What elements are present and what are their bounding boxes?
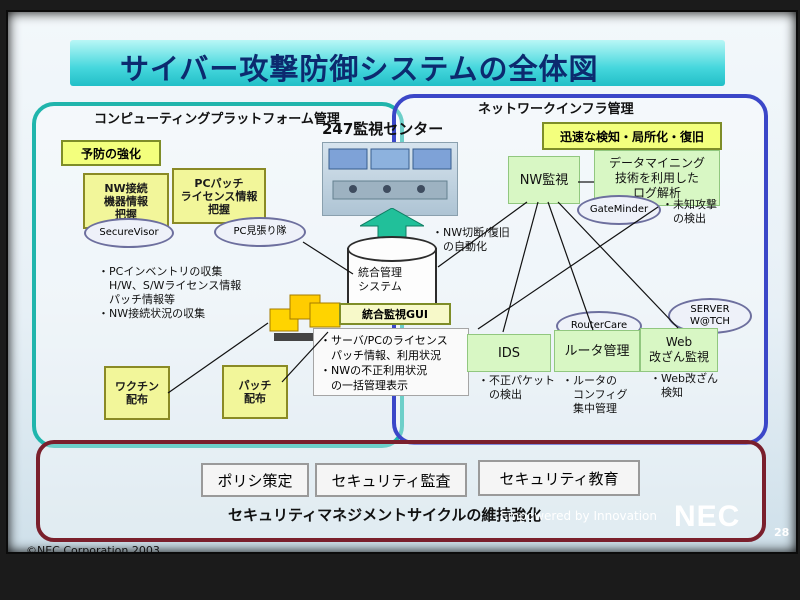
integrated-gui-tag: 統合監視GUI — [339, 303, 451, 325]
right-panel-title: ネットワークインフラ管理 — [478, 102, 634, 117]
slide-title: サイバー攻撃防御システムの全体図 — [120, 52, 599, 86]
web-tamper-detection: ・Web改ざん 検知 — [650, 372, 718, 399]
security-education-box: セキュリティ教育 — [478, 460, 640, 496]
policy-formulation-box: ポリシ策定 — [201, 463, 309, 497]
patch-distribution-box: パッチ 配布 — [222, 365, 288, 419]
security-audit-box: セキュリティ監査 — [315, 463, 467, 497]
nw-monitor-box: NW監視 — [508, 156, 580, 204]
copyright: ©NEC Corporation 2003 — [26, 544, 160, 554]
router-management-box: ルータ管理 — [554, 330, 640, 372]
pc-mitori-oval: PC見張り隊 — [214, 217, 306, 247]
securevisor-oval: SecureVisor — [84, 218, 174, 248]
nec-tagline: Empowered by Innovation — [500, 509, 657, 523]
left-panel-title: コンピューティングプラットフォーム管理 — [94, 112, 340, 127]
web-monitoring-box: Web 改ざん監視 — [640, 328, 718, 372]
nec-logo: NEC — [674, 500, 741, 533]
ids-box: IDS — [467, 334, 551, 372]
center-title: 247監視センター — [322, 120, 444, 138]
unknown-attack-detection: ・未知攻撃 の検出 — [662, 198, 717, 225]
vaccine-distribution-box: ワクチン 配布 — [104, 366, 170, 420]
pc-patch-info-box: PCパッチ ライセンス情報 把握 — [172, 168, 266, 224]
pc-cluster-icon — [268, 293, 342, 353]
prevention-tag: 予防の強化 — [61, 140, 161, 166]
up-arrow-icon — [360, 208, 424, 244]
left-inventory-list: ・PCインベントリの収集 H/W、S/Wライセンス情報 パッチ情報等 ・NW接続… — [98, 265, 242, 320]
title-bar — [70, 40, 725, 86]
slide-screen: サイバー攻撃防御システムの全体図 コンピューティングプラットフォーム管理 ネット… — [6, 10, 798, 554]
bottom-caption: セキュリティマネジメントサイクルの維持強化 — [228, 506, 542, 524]
illegal-packet-detection: ・不正パケット の検出 — [478, 374, 555, 401]
gui-management-info: ・サーバ/PCのライセンス パッチ情報、利用状況 ・NWの不正利用状況 の一括管… — [313, 328, 469, 396]
router-config-management: ・ルータの コンフィグ 集中管理 — [562, 374, 628, 415]
page-number: 28 — [774, 526, 790, 539]
integrated-system-label: 統合管理 システム — [358, 266, 402, 293]
detection-tag: 迅速な検知・局所化・復旧 — [542, 122, 722, 150]
gateminder-oval: GateMinder — [577, 195, 661, 225]
diagram-connectors — [167, 181, 679, 394]
